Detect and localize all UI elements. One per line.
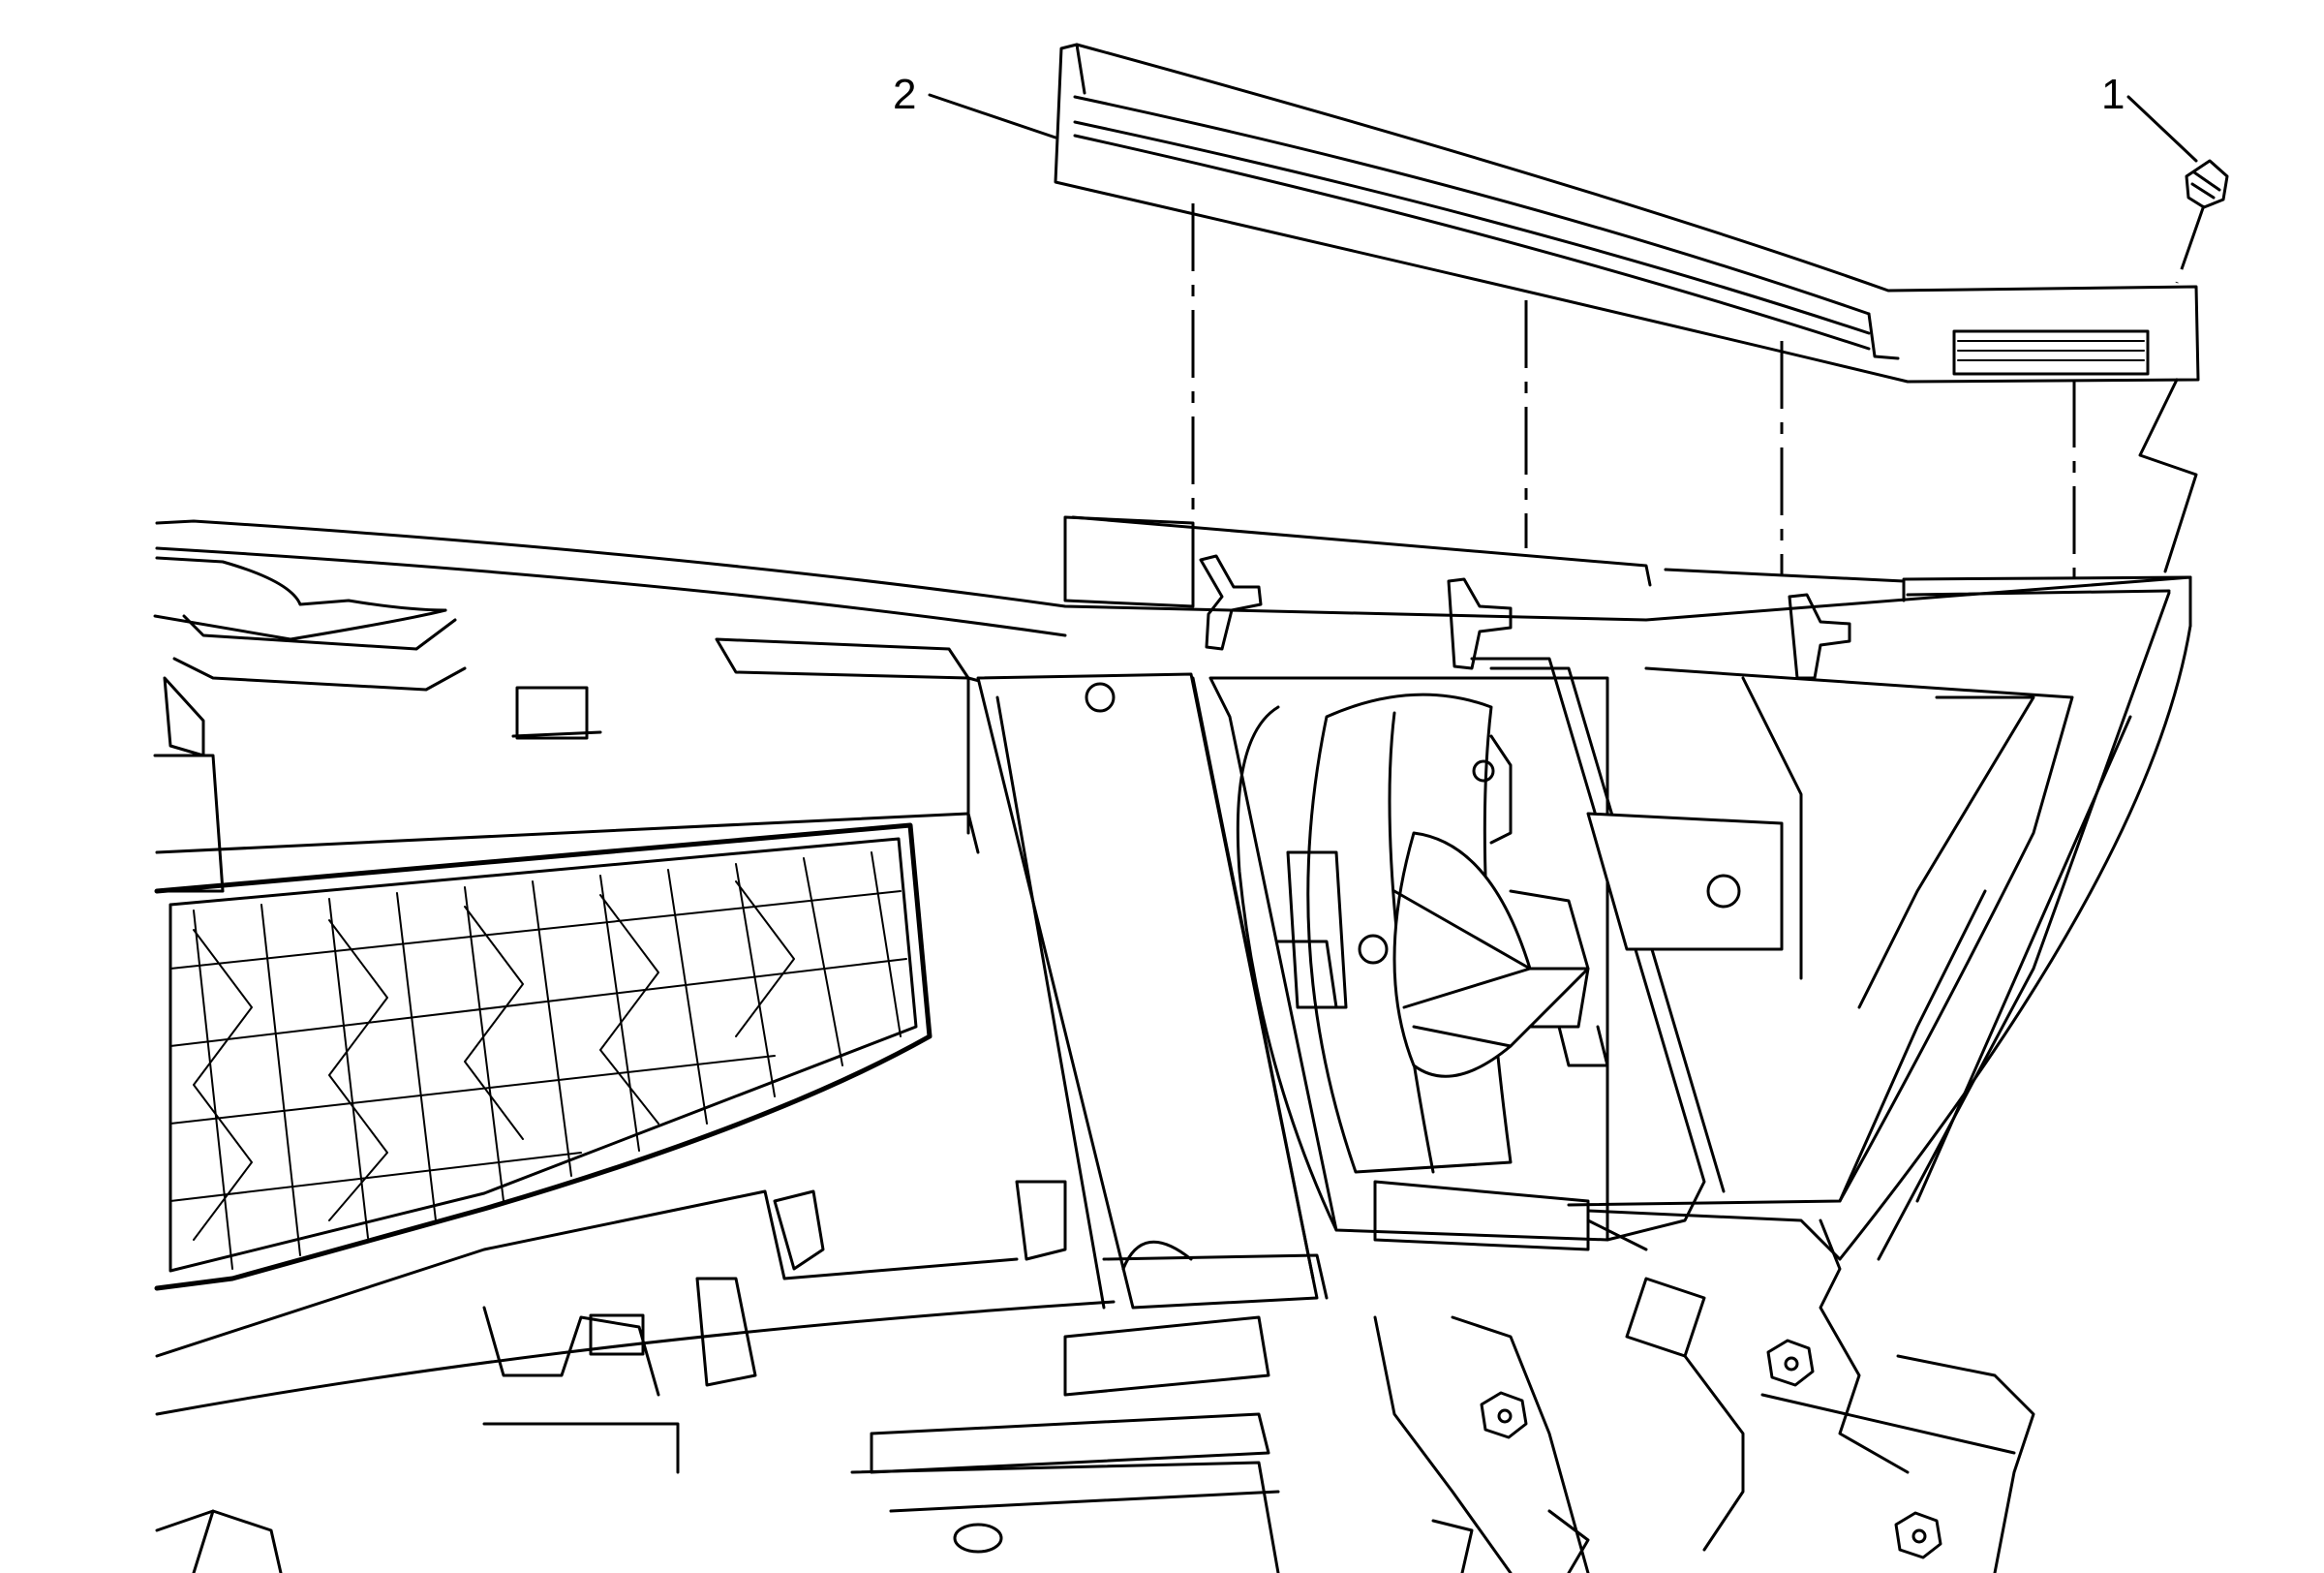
leader-line-fastener [2126, 95, 2198, 163]
fastener-install-path [2175, 204, 2206, 284]
leader-line-panel [928, 93, 1057, 139]
bolt-head-2 [1766, 1339, 1815, 1387]
bolt-head-3 [1894, 1511, 1942, 1559]
horn-assembly [1236, 693, 1609, 1232]
callout-panel: 2 [893, 71, 1057, 139]
upper-support-rail [155, 515, 2192, 680]
bolt-head-1 [1480, 1391, 1528, 1439]
callout-label-panel: 2 [893, 71, 916, 118]
lower-bumper-structure [155, 1180, 1280, 1573]
callout-fastener: 1 [2101, 71, 2198, 163]
lower-right-frame [1373, 1180, 2035, 1573]
upper-trim-panel [1054, 43, 2200, 573]
grille-mesh [154, 822, 933, 1291]
panel-install-paths [1191, 203, 2076, 579]
left-frame [153, 556, 1028, 893]
callout-label-fastener: 1 [2101, 71, 2125, 118]
push-pin-fastener [2175, 159, 2229, 284]
right-side-panel [1567, 591, 2192, 1261]
